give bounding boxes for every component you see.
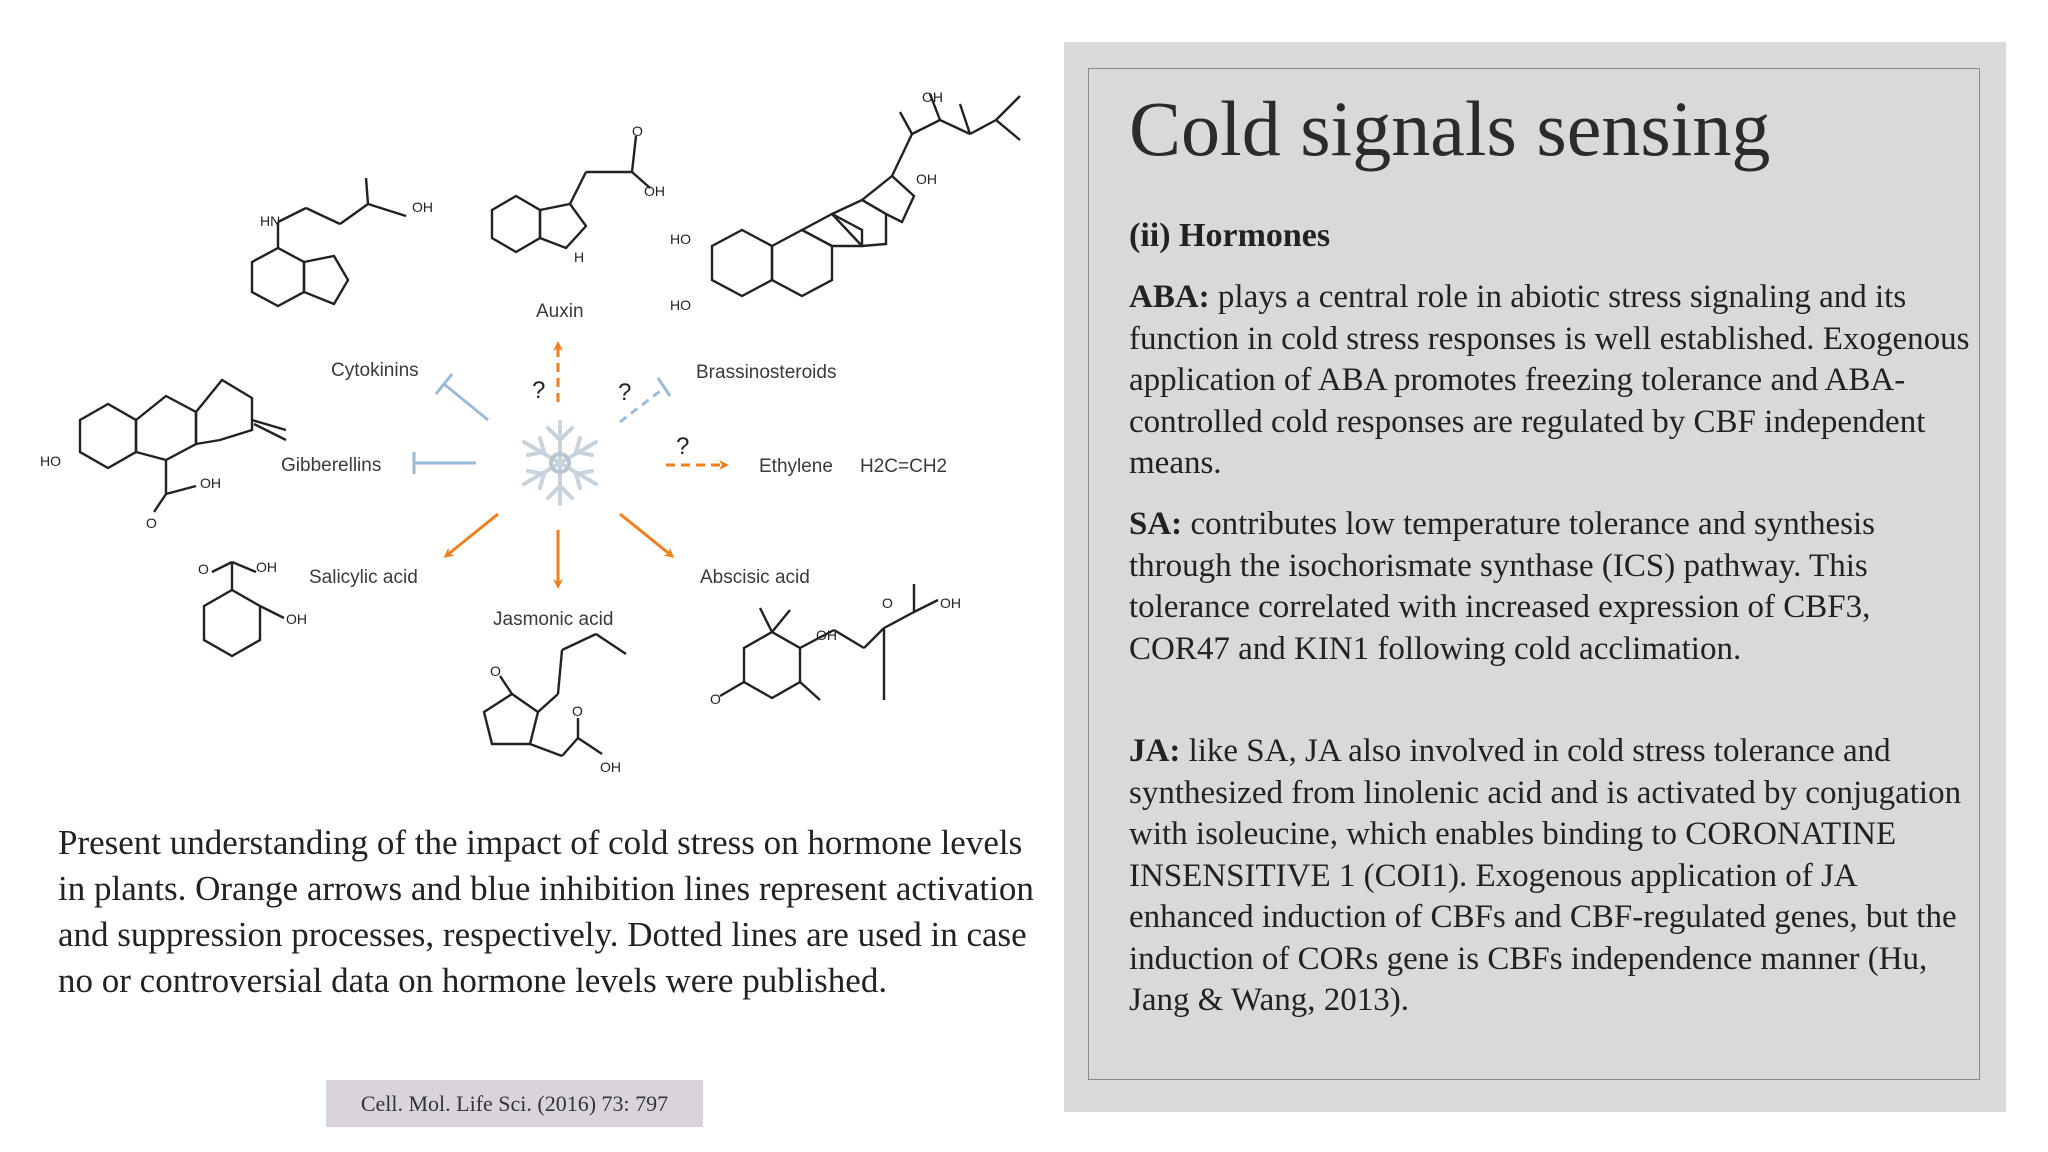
inhibit-brassinosteroids	[619, 386, 665, 424]
svg-text:HN: HN	[260, 213, 280, 229]
abscisic-acid-structure	[719, 584, 939, 701]
activation-arrows	[443, 341, 729, 589]
label-gibberellins: Gibberellins	[281, 455, 381, 476]
arrow-salicylic-acid	[443, 512, 499, 558]
sa-label: SA:	[1129, 506, 1183, 542]
question-mark-ethylene: ?	[676, 433, 689, 460]
ja-label: JA:	[1129, 733, 1181, 769]
svg-text:O: O	[882, 595, 893, 611]
text-panel: Cold signals sensing (ii) Hormones ABA: …	[1064, 42, 2006, 1112]
label-ethylene: Ethylene	[759, 456, 833, 477]
cytokinin-structure	[250, 177, 407, 308]
citation-badge: Cell. Mol. Life Sci. (2016) 73: 797	[326, 1080, 703, 1127]
sa-paragraph: SA: contributes low temperature toleranc…	[1129, 504, 1979, 670]
label-brassinosteroids: Brassinosteroids	[696, 362, 836, 383]
svg-text:O: O	[198, 561, 209, 577]
figure-caption: Present understanding of the impact of c…	[58, 823, 1034, 1000]
section-subtitle: (ii) Hormones	[1129, 217, 1331, 254]
label-cytokinins: Cytokinins	[331, 360, 419, 381]
snowflake-icon	[522, 420, 598, 506]
svg-text:H: H	[574, 249, 584, 265]
svg-text:O: O	[632, 123, 643, 139]
brassinosteroid-structure	[710, 93, 1021, 298]
svg-text:OH: OH	[412, 199, 433, 215]
svg-text:HO: HO	[670, 297, 691, 313]
label-abscisic-acid: Abscisic acid	[700, 567, 810, 588]
inhibit-cytokinins	[443, 382, 489, 422]
svg-text:OH: OH	[922, 89, 943, 105]
panel-frame: Cold signals sensing (ii) Hormones ABA: …	[1088, 68, 1980, 1080]
jasmonic-acid-structure	[482, 632, 627, 758]
svg-text:O: O	[572, 703, 583, 719]
label-ethylene-formula: H2C=CH2	[860, 456, 947, 477]
aba-label: ABA:	[1129, 279, 1210, 315]
svg-text:O: O	[490, 663, 501, 679]
aba-paragraph: ABA: plays a central role in abiotic str…	[1129, 277, 1979, 485]
sa-text: contributes low temperature tolerance an…	[1129, 506, 1875, 667]
svg-text:HO: HO	[670, 231, 691, 247]
svg-text:OH: OH	[200, 475, 221, 491]
svg-text:OH: OH	[286, 611, 307, 627]
svg-text:OH: OH	[600, 759, 621, 775]
svg-text:OH: OH	[940, 595, 961, 611]
auxin-structure	[490, 135, 651, 254]
label-salicylic-acid: Salicylic acid	[309, 567, 418, 588]
label-auxin: Auxin	[536, 301, 584, 322]
inhibition-lines	[412, 373, 672, 474]
label-jasmonic-acid: Jasmonic acid	[493, 609, 613, 630]
hormone-diagram: ? ? ? Auxin Brassinosteroids Cytokinins …	[40, 89, 1021, 775]
svg-text:OH: OH	[916, 171, 937, 187]
svg-text:HO: HO	[40, 453, 61, 469]
page-title: Cold signals sensing	[1129, 85, 1771, 172]
gibberellin-structure	[78, 378, 287, 513]
svg-text:OH: OH	[816, 627, 837, 643]
svg-text:O: O	[146, 515, 157, 531]
svg-text:O: O	[710, 691, 721, 707]
aba-text: plays a central role in abiotic stress s…	[1129, 279, 1970, 481]
question-mark-brassinosteroids: ?	[618, 379, 631, 406]
ja-paragraph: JA: like SA, JA also involved in cold st…	[1129, 731, 1979, 1022]
svg-text:OH: OH	[644, 183, 665, 199]
salicylic-acid-structure	[202, 560, 285, 658]
ja-text: like SA, JA also involved in cold stress…	[1129, 733, 1962, 1018]
svg-text:OH: OH	[256, 559, 277, 575]
question-mark-auxin: ?	[532, 377, 545, 404]
arrow-abscisic-acid	[619, 512, 675, 558]
